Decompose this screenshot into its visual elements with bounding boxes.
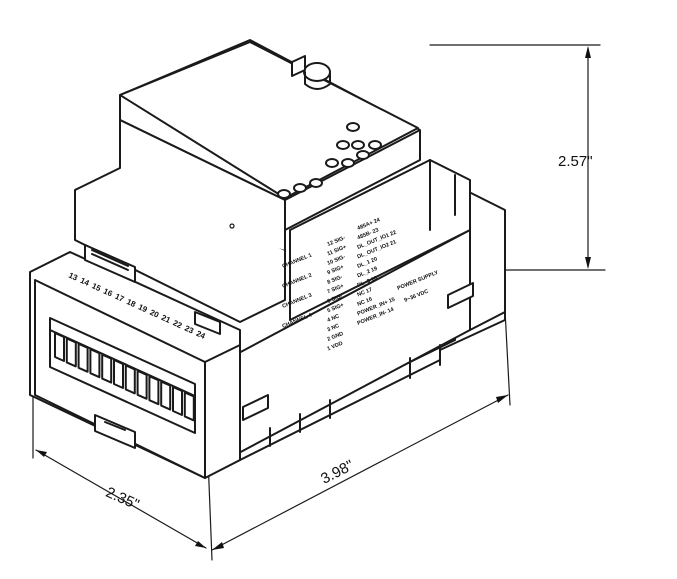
terminal-slot [172,386,183,416]
left-pin-label: 6 SIG- [327,293,344,305]
terminal-number: 22 [172,318,184,330]
width-dimension-label: 2.35" [103,484,141,514]
right-pin-label: NC 17 [357,287,374,298]
left-pin-label: 1 VDD [327,341,344,353]
terminal-block [54,332,195,422]
height-dimension-label: 2.57" [558,153,593,170]
left-pin-label: 2 GND [327,331,345,343]
terminal-slot [65,337,77,368]
terminal-number: 17 [114,292,126,304]
terminal-slot [124,364,136,395]
terminal-slot [136,369,148,400]
terminal-number: 16 [102,287,114,299]
right-pin-label: NC 16 [357,296,374,307]
terminal-number: 19 [137,302,149,314]
terminal-number: 24 [195,329,207,341]
height-dimension: 2.57" [429,44,606,271]
left-pin-label: 4 NC [327,314,341,324]
terminal-number: 13 [67,271,79,283]
terminal-slot [113,359,124,389]
terminal-slot [101,353,113,384]
device-body [29,39,506,479]
terminal-number: 18 [125,297,137,309]
terminal-number: 23 [183,324,195,336]
terminal-number: 20 [148,308,160,320]
terminal-slot [54,332,65,362]
terminal-slot [77,342,89,373]
led-indicators [277,122,382,199]
terminal-slot [89,348,101,379]
terminal-slot [160,380,172,411]
terminal-number: 15 [90,281,102,293]
terminal-slot [148,375,160,406]
left-pin-label: 3 NC [327,323,341,333]
terminal-slot [183,391,195,422]
terminal-number: 21 [160,313,172,325]
length-dimension-label: 3.98" [318,457,356,488]
terminal-number: 14 [79,276,91,288]
left-pin-label: 8 SIG- [327,274,344,286]
